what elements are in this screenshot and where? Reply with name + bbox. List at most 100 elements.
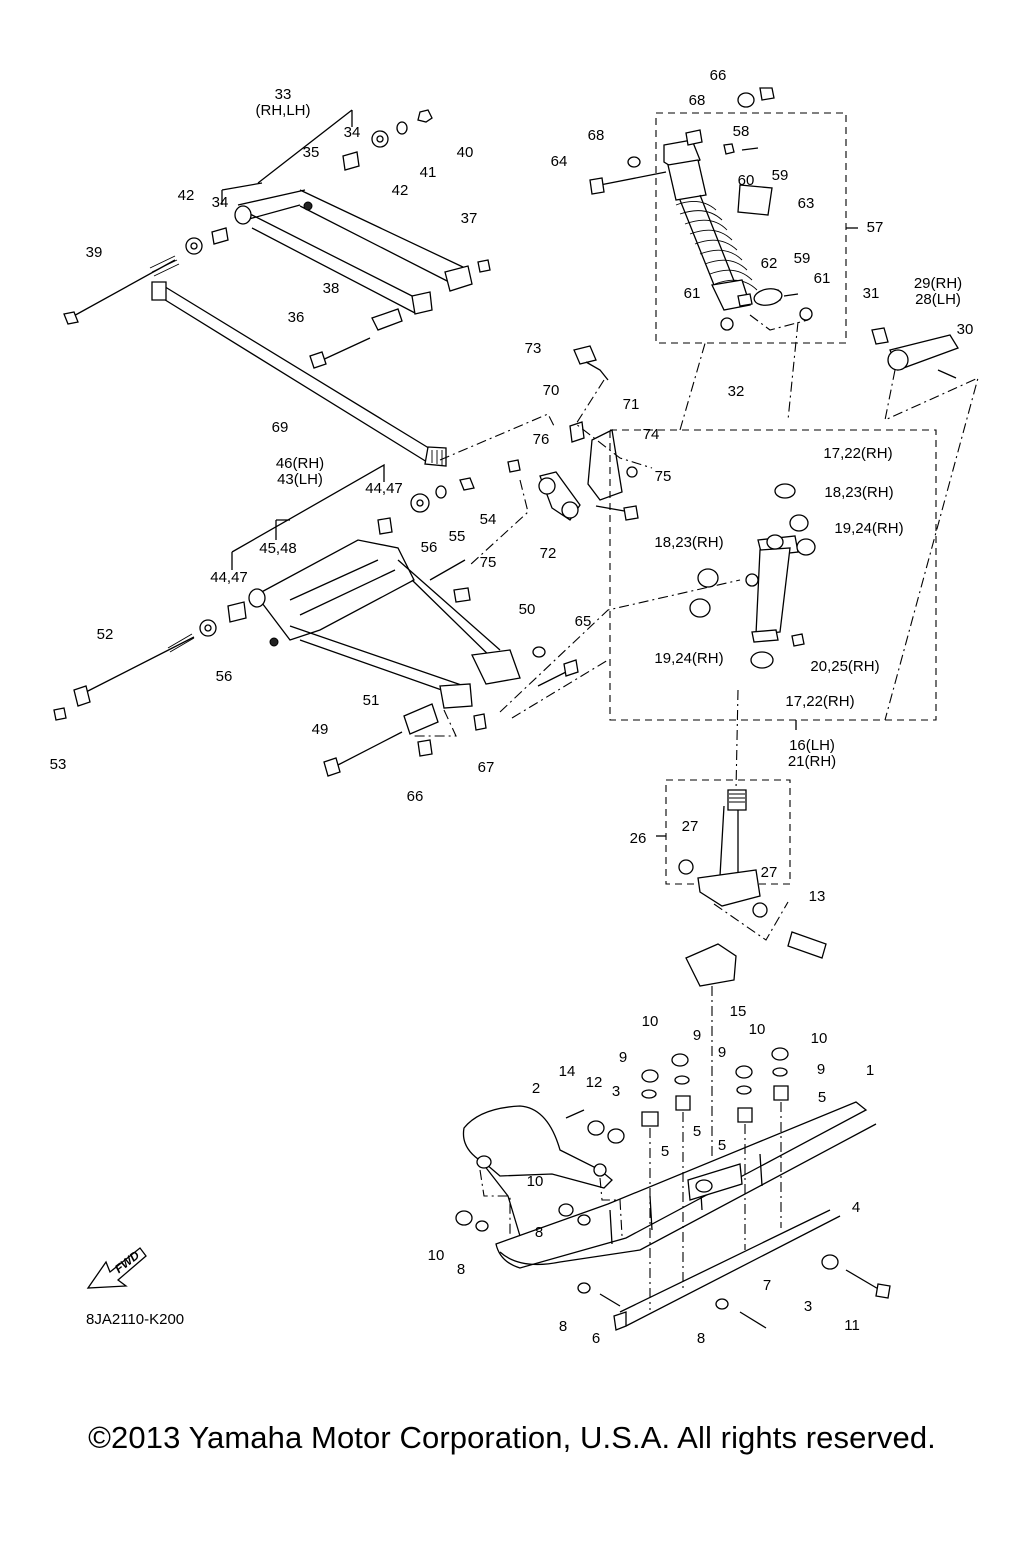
callout-35: 35 — [302, 144, 320, 161]
callout-18-23b: 18,23(RH) — [654, 534, 724, 551]
callout-33: 33 (RH,LH) — [255, 86, 311, 119]
callout-19-24b: 19,24(RH) — [654, 650, 724, 667]
callout-61b: 61 — [813, 270, 831, 287]
callout-2: 2 — [531, 1080, 541, 1097]
ski-knuckle — [656, 779, 827, 1160]
shaft-69 — [151, 281, 447, 467]
callout-66a: 66 — [709, 67, 727, 84]
callout-49: 49 — [311, 721, 329, 738]
callout-55: 55 — [448, 528, 466, 545]
callout-72: 72 — [539, 545, 557, 562]
callout-39: 39 — [85, 244, 103, 261]
ski-assembly — [462, 1101, 877, 1331]
callout-71: 71 — [622, 396, 640, 413]
callout-7: 7 — [762, 1277, 772, 1294]
callout-32: 32 — [727, 383, 745, 400]
callout-57: 57 — [866, 219, 884, 236]
callout-9c: 9 — [717, 1044, 727, 1061]
callout-10d: 10 — [526, 1173, 544, 1190]
callout-3b: 3 — [803, 1298, 813, 1315]
upper-a-arm — [221, 109, 473, 315]
callout-11: 11 — [844, 1317, 860, 1334]
callout-42a: 42 — [391, 182, 409, 199]
callout-9a: 9 — [692, 1027, 702, 1044]
shock-absorber — [589, 87, 858, 344]
callout-67: 67 — [477, 759, 495, 776]
callout-10c: 10 — [810, 1030, 828, 1047]
callout-51: 51 — [362, 692, 380, 709]
callout-14: 14 — [558, 1063, 576, 1080]
callout-16-21: 16(LH) 21(RH) — [787, 737, 837, 770]
callout-69: 69 — [271, 419, 289, 436]
callout-40: 40 — [456, 144, 474, 161]
callout-8c: 8 — [558, 1318, 568, 1335]
callout-19-24a: 19,24(RH) — [834, 520, 904, 537]
upper-arm-hardware — [63, 109, 491, 369]
callout-5a: 5 — [817, 1089, 827, 1106]
callout-36: 36 — [287, 309, 305, 326]
callout-53: 53 — [49, 756, 67, 773]
callout-68b: 68 — [587, 127, 605, 144]
ski-mount-hardware — [455, 1047, 891, 1329]
callout-56b: 56 — [215, 668, 233, 685]
callout-3a: 3 — [611, 1083, 621, 1100]
callout-59b: 59 — [793, 250, 811, 267]
callout-38: 38 — [322, 280, 340, 297]
callout-34a: 34 — [343, 124, 361, 141]
steering-arm — [871, 327, 979, 721]
callout-34b: 34 — [211, 194, 229, 211]
callout-15: 15 — [729, 1003, 747, 1020]
relay-link-assembly — [439, 345, 653, 566]
callout-70: 70 — [542, 382, 560, 399]
callout-27a: 27 — [681, 818, 699, 835]
callout-6: 6 — [591, 1330, 601, 1347]
callout-37: 37 — [460, 210, 478, 227]
callout-42b: 42 — [177, 187, 195, 204]
callout-31: 31 — [862, 285, 880, 302]
callout-56a: 56 — [420, 539, 438, 556]
callout-65: 65 — [574, 613, 592, 630]
callout-44-47a: 44,47 — [365, 480, 403, 497]
callout-17-22a: 17,22(RH) — [823, 445, 893, 462]
callout-54: 54 — [479, 511, 497, 528]
callout-29-28: 29(RH) 28(LH) — [913, 275, 963, 308]
fwd-arrow-icon — [86, 1247, 147, 1289]
callout-44-47b: 44,47 — [210, 569, 248, 586]
callout-58: 58 — [732, 123, 750, 140]
callout-75a: 75 — [654, 468, 672, 485]
callout-10b: 10 — [748, 1021, 766, 1038]
callout-26: 26 — [629, 830, 647, 847]
lower-arm-bolts — [53, 579, 741, 777]
callout-9b: 9 — [618, 1049, 628, 1066]
callout-52: 52 — [96, 626, 114, 643]
spindle-assembly — [511, 288, 937, 791]
callout-27b: 27 — [760, 864, 778, 881]
callout-63: 63 — [797, 195, 815, 212]
diagram-code: 8JA2110-K200 — [86, 1311, 185, 1328]
callout-60: 60 — [737, 172, 755, 189]
callout-8d: 8 — [696, 1330, 706, 1347]
callout-5b: 5 — [692, 1123, 702, 1140]
callout-4: 4 — [851, 1199, 861, 1216]
callout-1: 1 — [865, 1062, 875, 1079]
callout-73: 73 — [524, 340, 542, 357]
callout-18-23a: 18,23(RH) — [824, 484, 894, 501]
callout-76: 76 — [532, 431, 550, 448]
callout-64: 64 — [550, 153, 568, 170]
callout-8a: 8 — [534, 1224, 544, 1241]
callout-9d: 9 — [816, 1061, 826, 1078]
callout-8b: 8 — [456, 1261, 466, 1278]
callout-10a: 10 — [641, 1013, 659, 1030]
callout-45-48: 45,48 — [259, 540, 297, 557]
callout-17-22b: 17,22(RH) — [785, 693, 855, 710]
callout-13: 13 — [808, 888, 826, 905]
copyright-notice: ©2013 Yamaha Motor Corporation, U.S.A. A… — [88, 1420, 936, 1455]
callout-59a: 59 — [771, 167, 789, 184]
callout-62: 62 — [760, 255, 778, 272]
callout-68a: 68 — [688, 92, 706, 109]
callout-30: 30 — [956, 321, 974, 338]
callout-46-43: 46(RH) 43(LH) — [275, 455, 325, 488]
lower-a-arm — [199, 463, 521, 709]
